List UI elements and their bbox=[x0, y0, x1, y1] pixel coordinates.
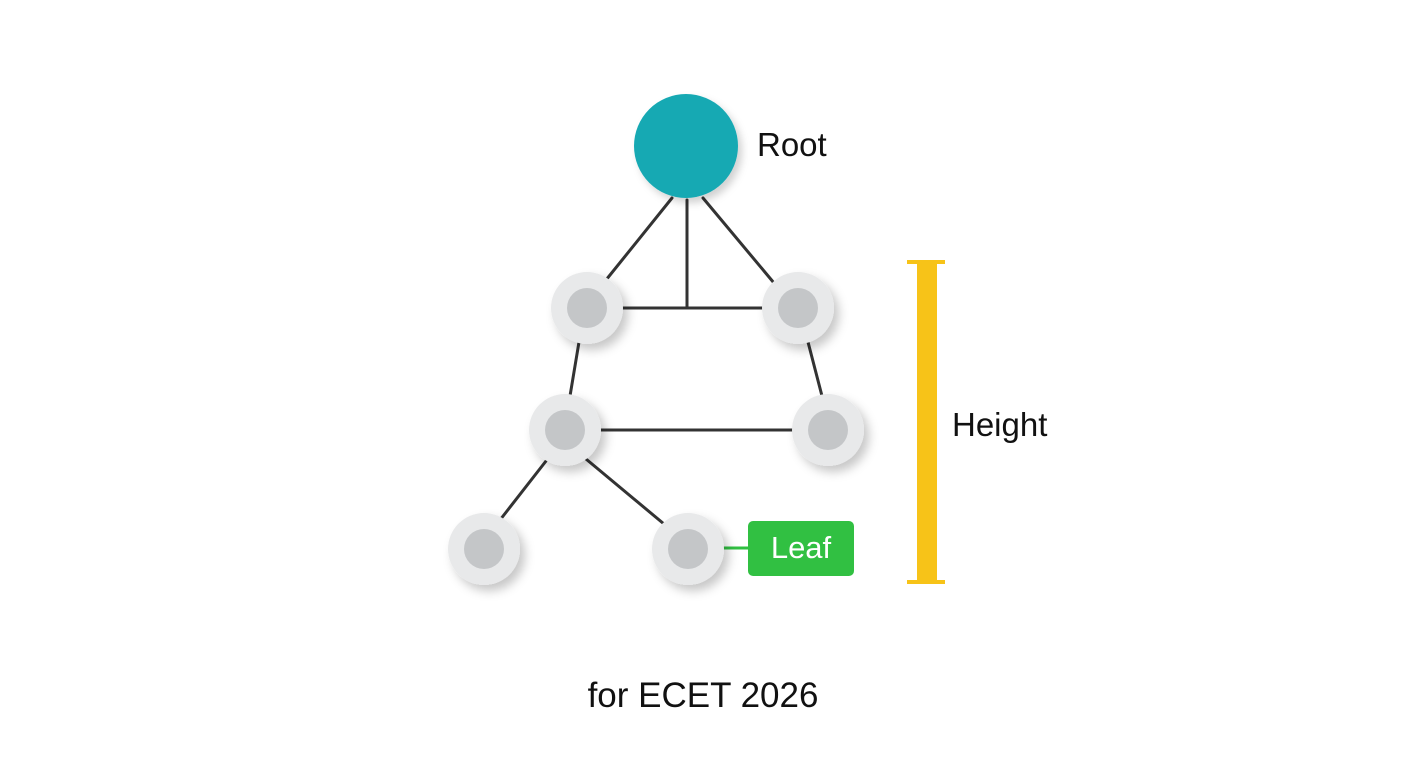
node-level3-left bbox=[448, 513, 520, 585]
edge-level2-to-bottom-right bbox=[584, 457, 666, 526]
tree-edges bbox=[498, 196, 824, 526]
edge-root-left bbox=[604, 196, 674, 282]
root-node bbox=[634, 94, 738, 198]
edge-root-right bbox=[701, 196, 776, 285]
height-bar bbox=[917, 262, 937, 582]
node-level3-right-leaf bbox=[652, 513, 724, 585]
node-level1-right bbox=[762, 272, 834, 344]
leaf-label: Leaf bbox=[771, 530, 832, 565]
node-level1-left bbox=[551, 272, 623, 344]
node-level2-right bbox=[792, 394, 864, 466]
edge-level1-left-down bbox=[568, 340, 581, 398]
leaf-badge bbox=[748, 521, 854, 576]
height-indicator bbox=[907, 260, 945, 584]
height-bar-top-cap bbox=[907, 260, 945, 264]
caption: for ECET 2026 bbox=[588, 676, 819, 715]
height-bar-bottom-cap bbox=[907, 580, 945, 584]
height-label: Height bbox=[952, 406, 1047, 443]
edge-level1-right-down bbox=[806, 340, 824, 398]
root-label: Root bbox=[757, 126, 827, 163]
edge-level2-to-bottom-left bbox=[498, 459, 548, 522]
node-level2-left bbox=[529, 394, 601, 466]
